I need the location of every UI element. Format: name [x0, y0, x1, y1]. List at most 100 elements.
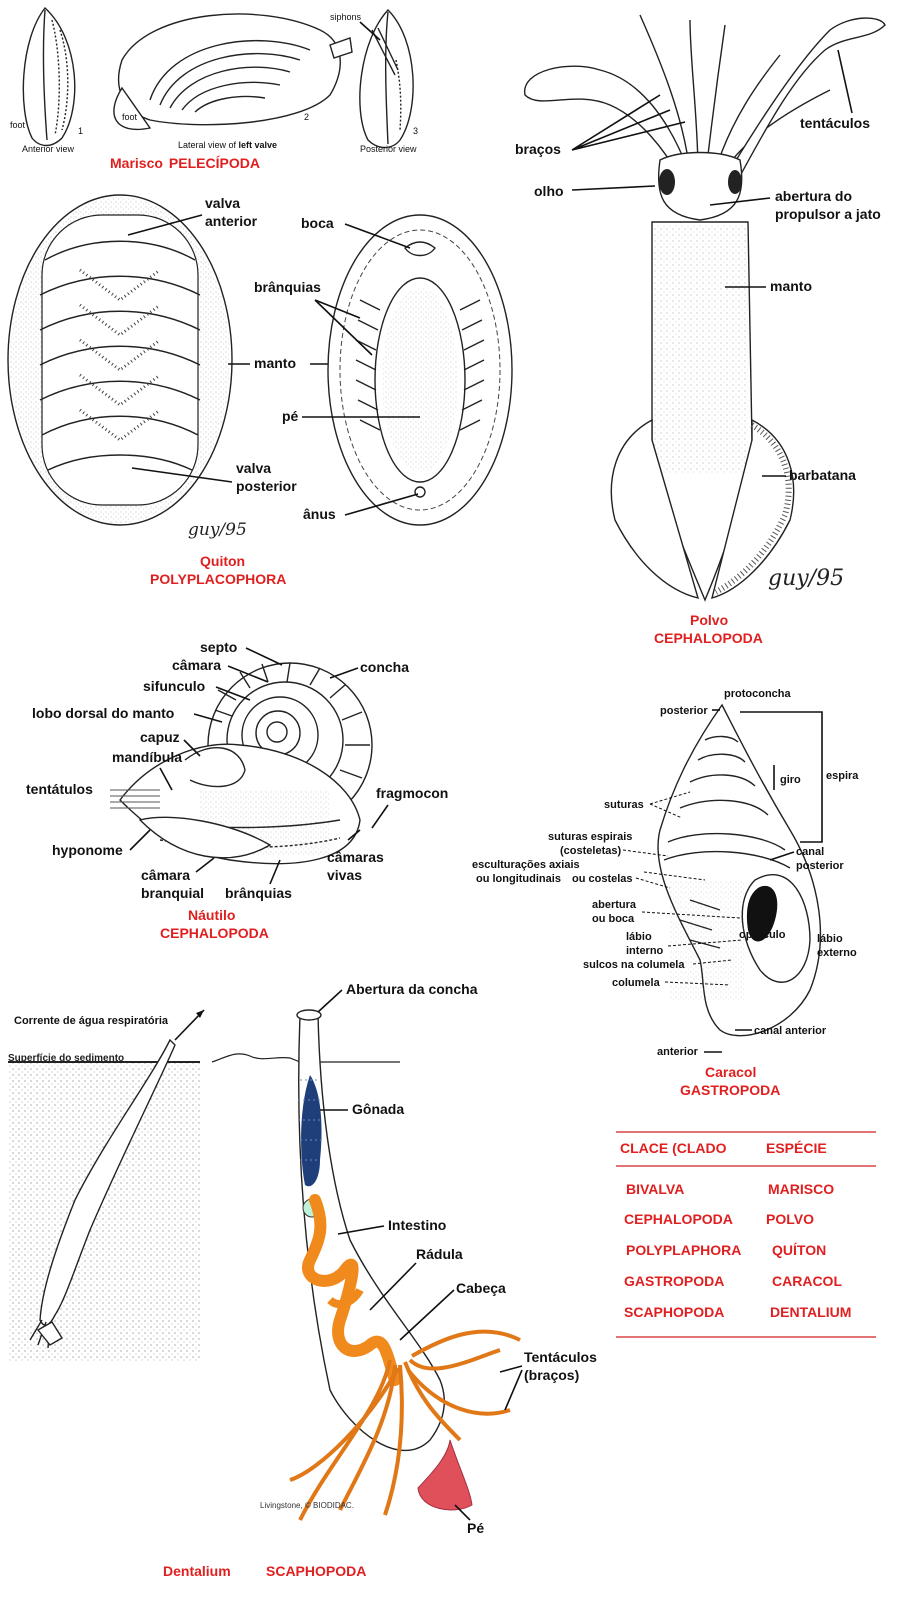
polvo-abertura-pointer	[709, 197, 771, 206]
caracol-caption-common: Caracol	[705, 1064, 756, 1080]
caracol-suturas-espirais-label-1: suturas espirais	[548, 831, 632, 843]
quiton-branquias-pointer	[314, 299, 373, 356]
marisco-panel: foot 1 Anterior view foot 2 Lateral view…	[10, 6, 418, 171]
caracol-esculturacoes-label-2: ou longitudinais	[476, 873, 561, 885]
nautilo-fragmocon-label: fragmocon	[376, 785, 448, 801]
nautilo-caption-class: CEPHALOPODA	[160, 925, 269, 941]
caracol-panel: protoconcha posterior espira giro sutura…	[472, 688, 859, 1098]
caracol-sulcos-label: sulcos na columela	[583, 959, 685, 971]
marisco-siphons-label: siphons	[330, 12, 362, 22]
nautilo-camara-branquial-label-2: branquial	[141, 885, 204, 901]
table-header-class: CLACE (CLADO	[620, 1140, 727, 1156]
polvo-olho-label: olho	[534, 183, 564, 199]
quiton-caption-class: POLYPLACOPHORA	[150, 571, 286, 587]
table-row-2-class: CEPHALOPODA	[624, 1211, 733, 1227]
dentalium-tentaculos-pointer	[499, 1365, 523, 1411]
caracol-posterior-label: posterior	[660, 705, 708, 717]
caracol-suturas-label: suturas	[604, 799, 644, 811]
nautilo-lobo-pointer	[193, 713, 223, 723]
caracol-esculturacoes-label-1: esculturações axiais	[472, 859, 580, 871]
caracol-labio-interno-label-2: interno	[626, 945, 664, 957]
marisco-caption-common: Marisco	[110, 155, 163, 171]
dentalium-panel: Corrente de água respiratória Superfície…	[8, 981, 597, 1579]
caracol-espira-bracket	[740, 711, 823, 843]
table-row-2-species: POLVO	[766, 1211, 814, 1227]
polvo-olho-pointer	[571, 185, 656, 191]
polvo-barbatana-label: barbatana	[789, 467, 856, 483]
table-row-4-species: CARACOL	[772, 1273, 842, 1289]
caracol-labio-interno-label-1: lábio	[626, 931, 652, 943]
caracol-drawing	[657, 703, 822, 1037]
caracol-abertura-pointer	[641, 911, 741, 919]
table-header-species: ESPÉCIE	[766, 1140, 827, 1156]
nautilo-caption-common: Náutilo	[188, 907, 235, 923]
nautilo-capuz-pointer	[183, 739, 201, 757]
quiton-signature: guy/95	[188, 520, 247, 540]
dentalium-cabeca-pointer	[399, 1289, 455, 1341]
nautilo-tentatulos-label: tentátulos	[26, 781, 93, 797]
caracol-abertura-label-2: ou boca	[592, 913, 635, 925]
marisco-caption-class: PELECÍPODA	[169, 155, 260, 171]
quiton-branquias-label: brânquias	[254, 279, 321, 295]
caracol-anterior-label: anterior	[657, 1046, 699, 1058]
caracol-canal-posterior-pointer	[769, 851, 795, 861]
quiton-panel: valva anterior manto valva posterior guy…	[7, 194, 513, 587]
quiton-boca-label: boca	[301, 215, 334, 231]
nautilo-hyponome-pointer	[129, 829, 151, 851]
caracol-ou-costelas-label: ou costelas	[572, 873, 633, 885]
nautilo-septo-label: septo	[200, 639, 237, 655]
nautilo-mandibula-pointer	[159, 767, 173, 791]
quiton-anus-pointer	[344, 493, 419, 516]
nautilo-sifunculo-label: sifunculo	[143, 678, 205, 694]
polvo-tentaculos-pointer	[837, 49, 853, 114]
nautilo-concha-pointer	[329, 667, 359, 679]
nautilo-camara-branquial-label-1: câmara	[141, 867, 190, 883]
marisco-foot-label-1: foot	[10, 120, 26, 130]
polvo-signature: guy/95	[768, 566, 844, 591]
caracol-canal-posterior-label-1: canal	[796, 846, 824, 858]
polvo-bracos-label: braços	[515, 141, 561, 157]
nautilo-septo-pointer	[245, 647, 283, 666]
nautilo-camaras-vivas-label-2: vivas	[327, 867, 362, 883]
dentalium-sediment-drawing	[8, 1009, 205, 1362]
table-row-3-class: POLYPLAPHORA	[626, 1242, 741, 1258]
caracol-columela-label: columela	[612, 977, 661, 989]
nautilo-camara-pointer	[227, 665, 269, 683]
table-row-5-species: DENTALIUM	[770, 1304, 851, 1320]
nautilo-drawing	[110, 662, 373, 865]
polvo-drawing	[524, 14, 886, 602]
table-row-1-class: BIVALVA	[626, 1181, 684, 1197]
caracol-caption-class: GASTROPODA	[680, 1082, 780, 1098]
nautilo-sifunculo-pointer	[215, 686, 251, 701]
nautilo-mandibula-label: mandíbula	[112, 749, 182, 765]
quiton-dorsal-drawing	[7, 194, 233, 526]
marisco-number-3: 3	[413, 126, 418, 136]
nautilo-branquias-label: brânquias	[225, 885, 292, 901]
caracol-canal-anterior-label: canal anterior	[754, 1025, 827, 1037]
dentalium-radula-pointer	[369, 1262, 417, 1311]
polvo-panel: braços tentáculos olho abertura do propu…	[515, 14, 886, 646]
nautilo-hyponome-label: hyponome	[52, 842, 123, 858]
quiton-anus-label: ânus	[303, 506, 336, 522]
quiton-pe-label: pé	[282, 408, 299, 424]
dentalium-intestino-pointer	[337, 1225, 385, 1235]
caracol-labio-externo-label-2: externo	[817, 947, 857, 959]
caracol-canal-posterior-label-2: posterior	[796, 860, 844, 872]
dentalium-pe-label: Pé	[467, 1520, 484, 1536]
quiton-valva-anterior-label-1: valva	[205, 195, 240, 211]
dentalium-cabeca-label: Cabeça	[456, 1280, 506, 1296]
quiton-valva-anterior-pointer	[127, 214, 203, 236]
nautilo-fragmocon-pointer	[371, 804, 389, 829]
nautilo-camara-label: câmara	[172, 657, 221, 673]
caracol-labio-interno-pointer	[667, 939, 743, 947]
nautilo-capuz-label: capuz	[140, 729, 180, 745]
polvo-tentaculos-label: tentáculos	[800, 115, 870, 131]
table-row-3-species: QUÍTON	[772, 1242, 826, 1258]
nautilo-panel: septo câmara sifunculo concha lobo dorsa…	[26, 639, 448, 941]
dentalium-abertura-pointer	[317, 989, 343, 1013]
caracol-espira-label: espira	[826, 770, 859, 782]
nautilo-camaras-vivas-label-1: câmaras	[327, 849, 384, 865]
marisco-foot-label-2: foot	[122, 112, 138, 122]
caracol-suturas-espirais-pointer	[622, 849, 669, 857]
